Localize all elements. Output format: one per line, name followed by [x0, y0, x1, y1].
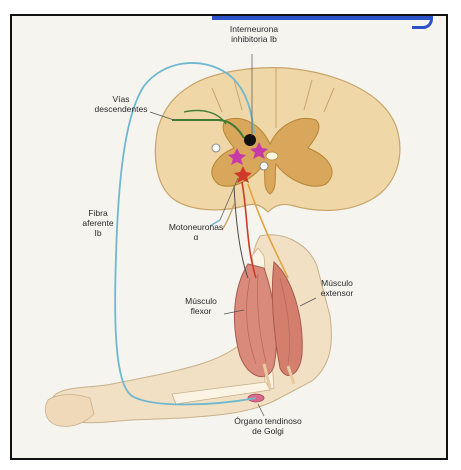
label-interneurona: Interneurona inhibitoria Ib [222, 24, 286, 44]
label-musculo-flexor: Músculo flexor [178, 296, 224, 316]
inhibitory-interneuron [244, 134, 256, 146]
figure-frame: Interneurona inhibitoria Ib Vías descend… [10, 14, 448, 460]
label-motoneuronas: Motoneuronas α [162, 222, 230, 242]
central-canal [266, 152, 278, 160]
label-musculo-extensor: Músculo extensor [312, 278, 362, 298]
label-fibra-aferente: Fibra aferente Ib [78, 208, 118, 238]
reflex-diagram [12, 16, 448, 460]
label-organo-golgi: Órgano tendinoso de Golgi [226, 416, 310, 436]
label-vias-descendentes: Vías descendentes [86, 94, 156, 114]
